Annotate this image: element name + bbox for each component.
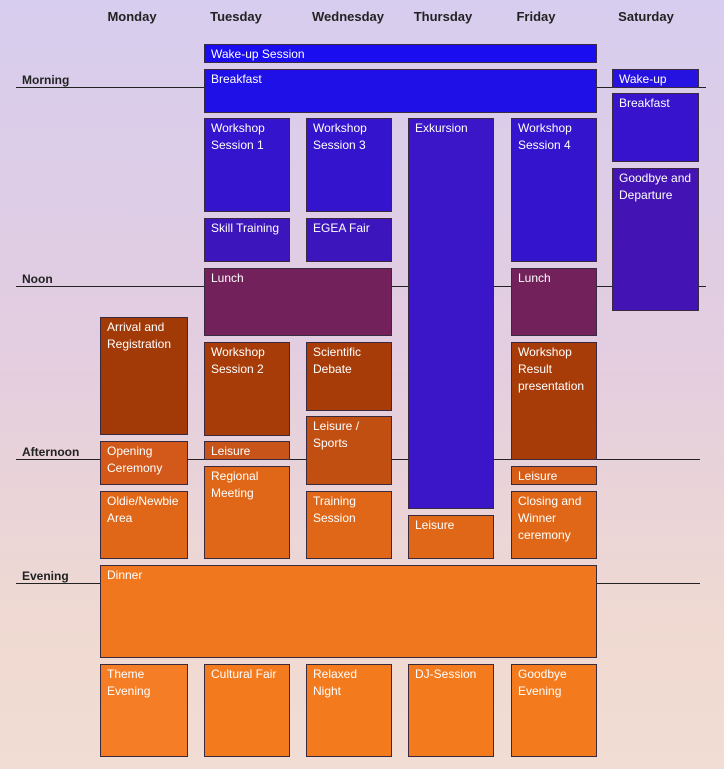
leisure-thursday-block: Leisure [408,515,494,559]
workshop-result-block: Workshop Result presentation [511,342,597,460]
closing-winner-block: Closing and Winner ceremony [511,491,597,559]
breakfast-saturday-block: Breakfast [612,93,699,162]
wakeup-saturday-block: Wake-up [612,69,699,88]
oldie-newbie-area-block: Oldie/Newbie Area [100,491,188,559]
day-monday: Monday [107,9,157,24]
leisure-sports-block: Leisure / Sports [306,416,392,485]
training-session-block: Training Session [306,491,392,559]
wakeup-session-block: Wake-up Session [204,44,597,63]
day-wednesday: Wednesday [311,9,384,24]
leisure-tuesday-block: Leisure [204,441,290,460]
dj-session-block: DJ-Session [408,664,494,757]
workshop-session-3-block: Workshop Session 3 [306,118,392,212]
dinner-block: Dinner [100,565,597,658]
time-evening: Evening [22,569,69,583]
arrival-registration-block: Arrival and Registration [100,317,188,435]
day-tuesday: Tuesday [210,9,262,24]
egea-fair-block: EGEA Fair [306,218,392,262]
exkursion-block: Exkursion [408,118,494,509]
time-noon: Noon [22,272,53,286]
goodbye-evening-block: Goodbye Evening [511,664,597,757]
day-thursday: Thursday [413,9,473,24]
skill-training-block: Skill Training [204,218,290,262]
scientific-debate-block: Scientific Debate [306,342,392,411]
workshop-session-4-block: Workshop Session 4 [511,118,597,262]
day-friday: Friday [516,9,556,24]
workshop-session-1-block: Workshop Session 1 [204,118,290,212]
opening-ceremony-block: Opening Ceremony [100,441,188,485]
theme-evening-block: Theme Evening [100,664,188,757]
regional-meeting-block: Regional Meeting [204,466,290,559]
cultural-fair-block: Cultural Fair [204,664,290,757]
lunch-block: Lunch [204,268,392,336]
day-saturday: Saturday [618,9,674,24]
time-morning: Morning [22,73,70,87]
time-afternoon: Afternoon [22,445,80,459]
goodbye-departure-block: Goodbye and Departure [612,168,699,311]
leisure-friday-block: Leisure [511,466,597,485]
breakfast-block: Breakfast [204,69,597,113]
relaxed-night-block: Relaxed Night [306,664,392,757]
lunch-friday-block: Lunch [511,268,597,336]
workshop-session-2-block: Workshop Session 2 [204,342,290,436]
